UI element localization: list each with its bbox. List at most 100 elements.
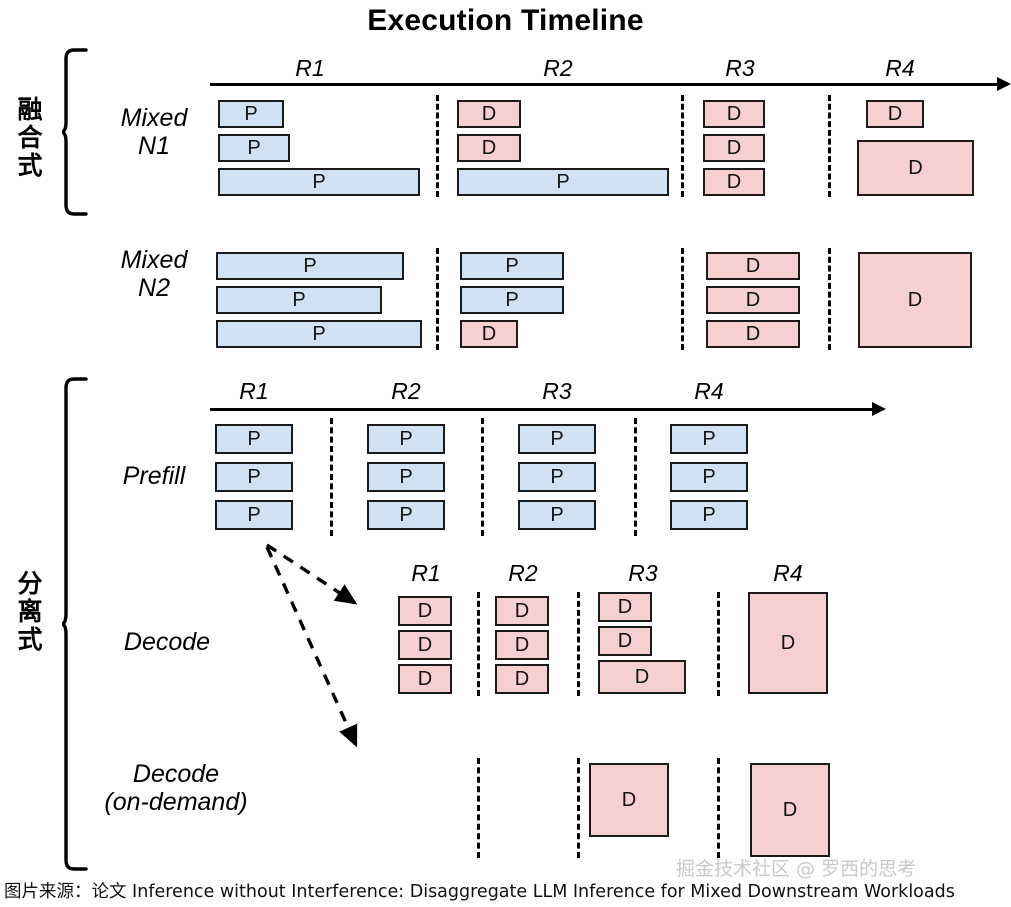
block-glyph: P: [244, 102, 258, 125]
block-glyph: D: [481, 136, 497, 159]
block-glyph: P: [247, 503, 261, 526]
block-glyph: D: [887, 102, 903, 125]
round-tick-decode-r4: R4: [773, 560, 803, 586]
round-tick-decode-r3: R3: [628, 560, 658, 586]
round-divider-n2-1: [436, 248, 439, 350]
task-block: P: [216, 252, 404, 280]
block-glyph: P: [303, 254, 317, 277]
timeline-axis-fused: [210, 83, 1000, 86]
timeline-axis-prefill: [210, 408, 875, 411]
task-block: P: [518, 424, 596, 454]
task-block: P: [518, 500, 596, 530]
task-block: D: [706, 252, 800, 280]
round-divider-decode-2: [577, 592, 580, 696]
task-block: D: [750, 763, 830, 857]
task-block: D: [857, 140, 974, 196]
group-label-disaggregated: 分离式: [17, 569, 43, 654]
block-glyph: D: [726, 136, 742, 159]
round-tick-prefill-r2: R2: [391, 378, 421, 404]
task-block: P: [215, 500, 293, 530]
block-glyph: D: [745, 322, 761, 345]
task-block: D: [495, 596, 549, 626]
watermark: 掘金技术社区 @ 罗西的思考: [676, 858, 917, 880]
task-block: P: [670, 500, 748, 530]
task-block: P: [215, 462, 293, 492]
group-brace-disaggregated: [62, 377, 88, 871]
round-divider-n1-1: [436, 95, 439, 197]
round-divider-decode-1: [477, 592, 480, 696]
task-block: D: [703, 100, 765, 128]
block-glyph: D: [417, 633, 433, 656]
task-block: D: [398, 664, 452, 694]
group-label-fused: 融合式: [17, 95, 43, 180]
task-block: P: [215, 424, 293, 454]
block-glyph: D: [908, 156, 923, 179]
task-block: D: [706, 286, 800, 314]
round-tick-top-r3: R3: [725, 55, 755, 81]
task-block: D: [460, 320, 518, 348]
round-tick-prefill-r3: R3: [542, 378, 572, 404]
task-block: D: [495, 664, 549, 694]
task-block: P: [367, 424, 445, 454]
round-divider-prefill-2: [481, 418, 484, 536]
round-divider-prefill-1: [330, 418, 333, 536]
block-glyph: P: [550, 465, 564, 488]
round-tick-prefill-r4: R4: [694, 378, 724, 404]
block-glyph: D: [780, 631, 796, 654]
source-caption: 图片来源：论文 Inference without Interference: …: [4, 882, 955, 902]
block-glyph: P: [312, 170, 326, 193]
task-block: P: [216, 320, 422, 348]
block-glyph: P: [550, 427, 564, 450]
block-glyph: P: [702, 465, 716, 488]
task-block: D: [457, 134, 521, 162]
task-block: P: [216, 286, 382, 314]
task-block: D: [706, 320, 800, 348]
page-title: Execution Timeline: [367, 4, 644, 37]
task-block: P: [457, 168, 669, 196]
task-block: D: [398, 596, 452, 626]
block-glyph: P: [702, 503, 716, 526]
round-tick-top-r2: R2: [543, 55, 573, 81]
task-block: P: [218, 168, 420, 196]
round-divider-n2-2: [681, 248, 684, 350]
block-glyph: P: [247, 136, 261, 159]
block-glyph: D: [514, 667, 530, 690]
round-tick-prefill-r1: R1: [239, 378, 269, 404]
block-glyph: P: [292, 288, 306, 311]
round-divider-ondemand-1: [477, 758, 480, 858]
group-brace-fused: [62, 48, 88, 216]
task-block: D: [457, 100, 521, 128]
block-glyph: D: [617, 629, 633, 652]
block-glyph: D: [634, 665, 650, 688]
block-glyph: D: [514, 633, 530, 656]
block-glyph: P: [247, 465, 261, 488]
block-glyph: D: [726, 102, 742, 125]
task-block: P: [670, 424, 748, 454]
round-divider-ondemand-3: [717, 758, 720, 858]
block-glyph: D: [726, 170, 742, 193]
timeline-arrowhead-fused: [997, 77, 1011, 91]
round-tick-top-r1: R1: [295, 55, 325, 81]
task-block: P: [518, 462, 596, 492]
task-block: D: [589, 763, 669, 837]
task-block: D: [495, 630, 549, 660]
task-block: D: [858, 252, 972, 348]
round-divider-n1-3: [828, 95, 831, 197]
block-glyph: P: [399, 465, 413, 488]
task-block: P: [218, 100, 284, 128]
block-glyph: D: [514, 599, 530, 622]
block-glyph: D: [621, 788, 637, 811]
task-block: D: [398, 630, 452, 660]
block-glyph: D: [782, 798, 798, 821]
block-glyph: P: [399, 427, 413, 450]
block-glyph: P: [247, 427, 261, 450]
round-tick-decode-r1: R1: [411, 560, 441, 586]
task-block: D: [598, 660, 686, 694]
block-glyph: D: [745, 254, 761, 277]
round-divider-n1-2: [681, 95, 684, 197]
row-label-prefill: Prefill: [122, 462, 186, 490]
block-glyph: D: [907, 288, 923, 311]
block-glyph: D: [617, 595, 633, 618]
row-label-decode-on-demand: Decode (on-demand): [104, 760, 248, 816]
